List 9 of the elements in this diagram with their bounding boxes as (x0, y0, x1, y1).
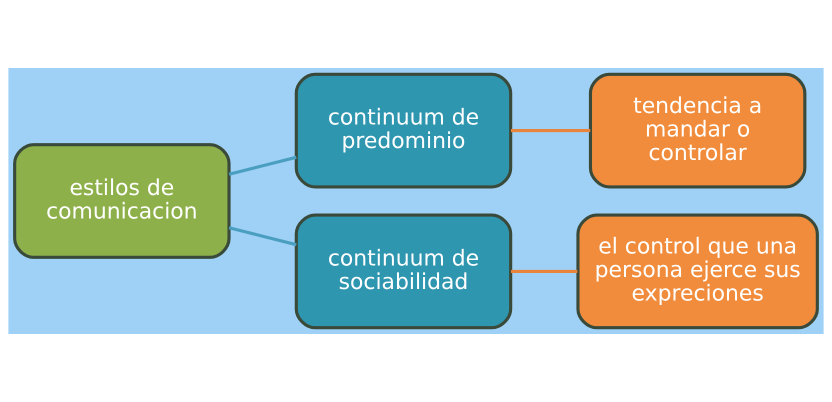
node-box: continuum de sociabilidad (294, 214, 512, 330)
connector (510, 129, 590, 132)
node-box: tendencia a mandar o controlar (588, 72, 806, 188)
node-box: el control que una persona ejerce sus expreciones (576, 214, 819, 330)
node-box: estilos de comunicacion (13, 143, 231, 259)
connector (228, 226, 297, 246)
node-box: continuum de predominio (294, 72, 512, 188)
connector (228, 156, 297, 176)
connector (510, 270, 578, 273)
